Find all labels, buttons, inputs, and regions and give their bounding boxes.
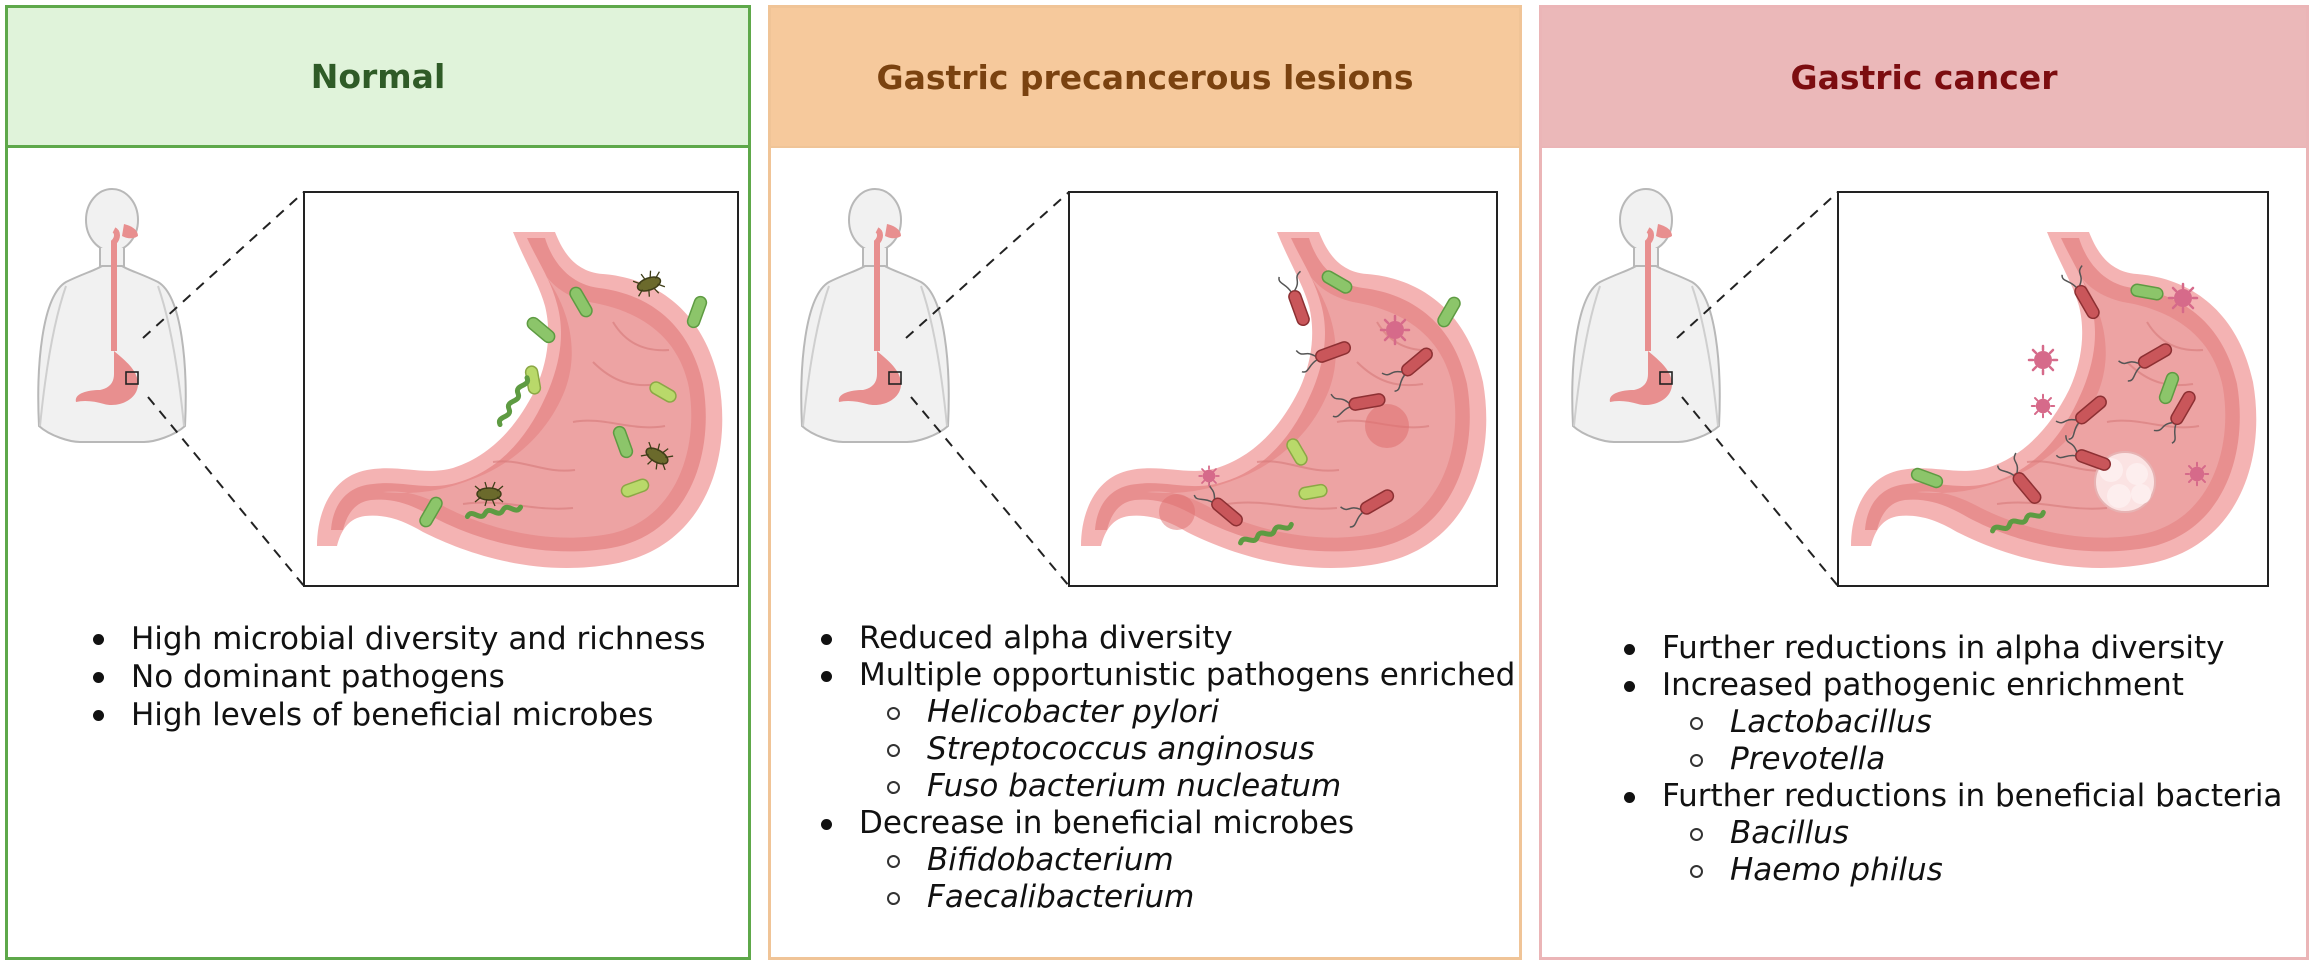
list-item: Prevotella [1624, 741, 2282, 778]
panel-title: Gastric cancer [1790, 57, 2058, 97]
list-item: Lactobacillus [1624, 704, 2282, 741]
panel-precancerous: Gastric precancerous lesions [768, 5, 1522, 960]
human-silhouette-icon [801, 189, 948, 442]
human-silhouette-icon [38, 189, 185, 442]
list-item: Haemo philus [1624, 852, 2282, 889]
list-item: High microbial diversity and richness [93, 620, 706, 658]
panel-normal: Normal [5, 5, 751, 960]
list-item: Bifidobacterium [821, 842, 1515, 879]
list-item: Multiple opportunistic pathogens enriche… [821, 657, 1515, 694]
panel-title: Gastric precancerous lesions [876, 57, 1414, 97]
list-item: Reduced alpha diversity [821, 620, 1515, 657]
precancerous-illustration [771, 178, 1519, 598]
list-item: Bacillus [1624, 815, 2282, 852]
normal-findings-list: High microbial diversity and richness No… [93, 620, 706, 734]
list-item: Further reductions in alpha diversity [1624, 630, 2282, 667]
precancerous-findings-list: Reduced alpha diversity Multiple opportu… [821, 620, 1515, 916]
human-silhouette-icon [1572, 189, 1719, 442]
stomach-illustration-icon [1080, 231, 1488, 569]
list-item: No dominant pathogens [93, 658, 706, 696]
zoom-line-top [1676, 191, 1839, 339]
panel-normal-header: Normal [8, 8, 748, 148]
stomach-illustration-icon [1850, 231, 2258, 569]
cancer-findings-list: Further reductions in alpha diversity In… [1624, 630, 2282, 889]
list-item: Fuso bacterium nucleatum [821, 768, 1515, 805]
zoom-line-top [905, 191, 1070, 339]
list-item: Further reductions in beneficial bacteri… [1624, 778, 2282, 815]
normal-illustration [8, 178, 748, 598]
zoom-line-bottom [910, 396, 1070, 587]
panel-cancer: Gastric cancer [1539, 5, 2309, 960]
list-item: High levels of beneficial microbes [93, 696, 706, 734]
zoom-line-bottom [1681, 396, 1839, 587]
panel-cancer-header: Gastric cancer [1542, 8, 2306, 148]
list-item: Faecalibacterium [821, 879, 1515, 916]
list-item: Increased pathogenic enrichment [1624, 667, 2282, 704]
list-item: Decrease in beneficial microbes [821, 805, 1515, 842]
cancer-illustration [1542, 178, 2306, 598]
zoom-line-bottom [147, 396, 305, 587]
list-item: Streptococcus anginosus [821, 731, 1515, 768]
list-item: Helicobacter pylori [821, 694, 1515, 731]
zoom-line-top [142, 191, 305, 339]
panel-title: Normal [310, 57, 446, 96]
panel-precancerous-header: Gastric precancerous lesions [771, 8, 1519, 148]
